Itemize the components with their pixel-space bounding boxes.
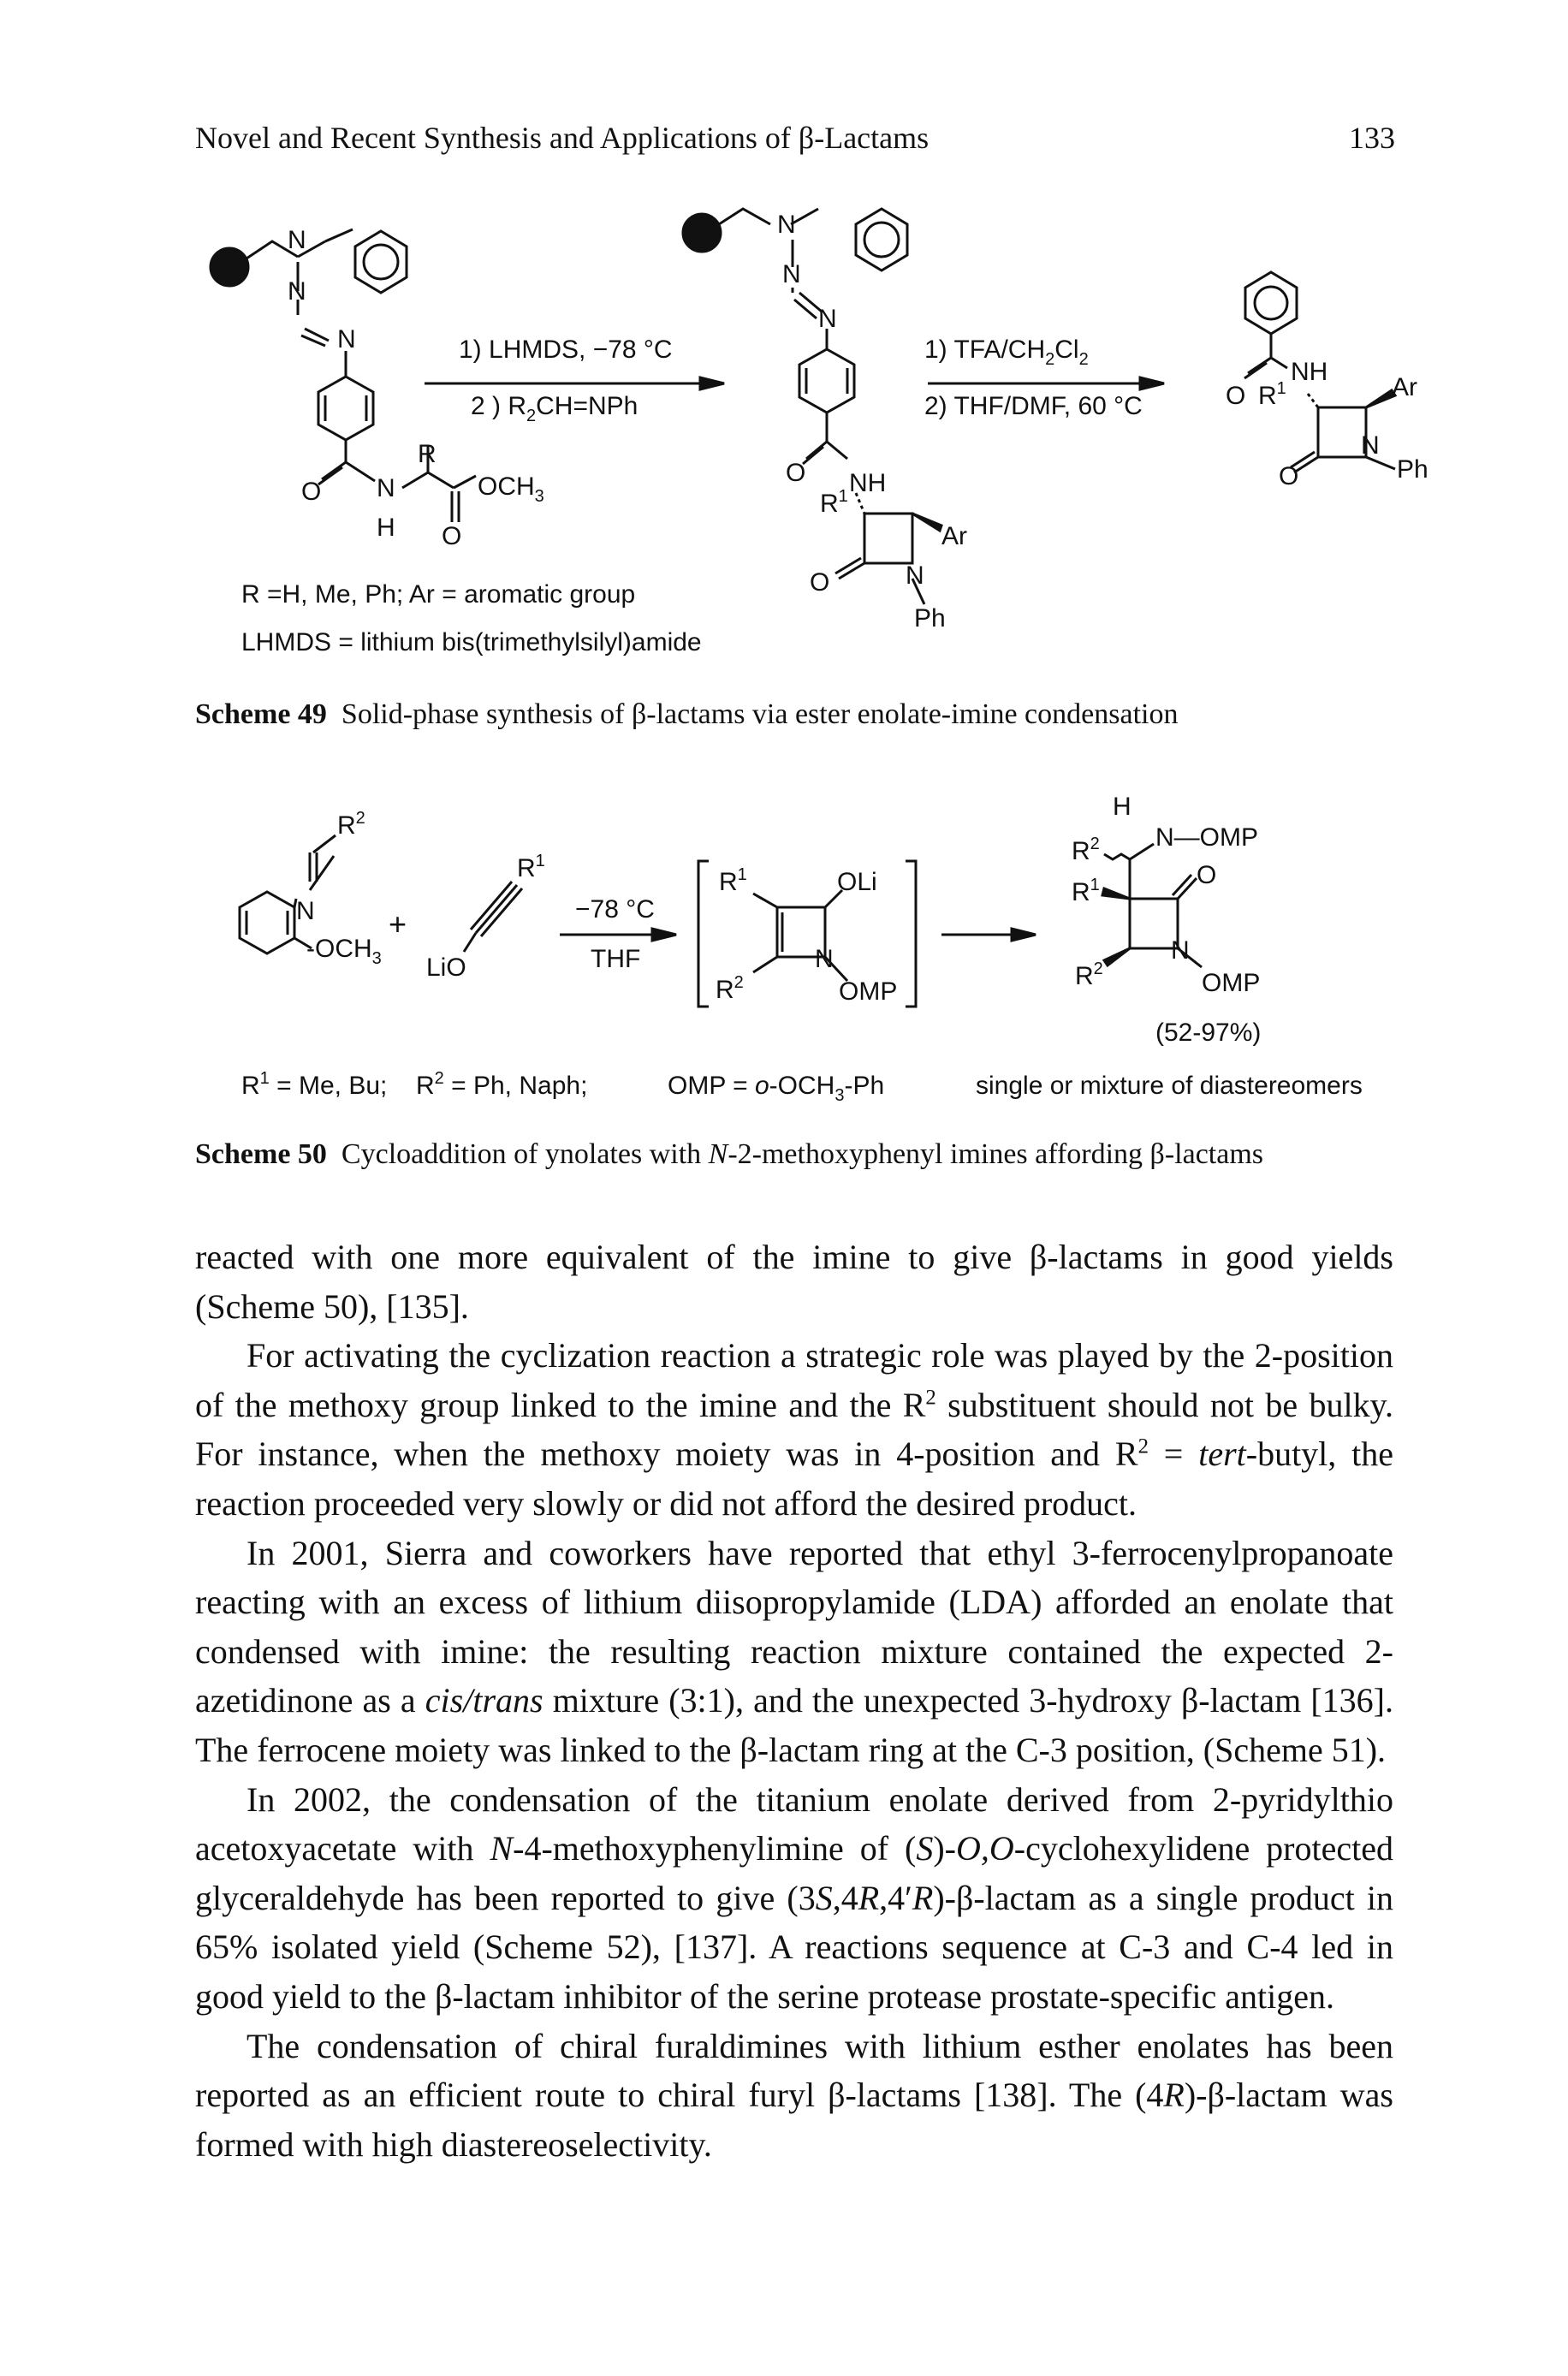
nh-label-2: NH bbox=[1291, 358, 1327, 386]
paragraph-2: For activating the cyclization reaction … bbox=[195, 1336, 1394, 1523]
och3-label-2: -OCH3 bbox=[306, 935, 382, 968]
benzene-ring-4 bbox=[798, 347, 856, 414]
conditions-temp: −78 °C bbox=[575, 895, 655, 924]
scheme49-legend-1: R =H, Me, Ph; Ar = aromatic group bbox=[241, 580, 635, 609]
ph-label-2: Ph bbox=[1397, 455, 1428, 484]
reagents-1-a: 1) LHMDS, −78 °C bbox=[459, 336, 673, 364]
h-label-2: H bbox=[1113, 793, 1131, 821]
r2-label-1: R2 bbox=[337, 809, 365, 840]
r1-label-4: R1 bbox=[719, 865, 747, 896]
r2-label-2: R2 bbox=[716, 973, 744, 1004]
scheme-50-caption-italic: N bbox=[708, 1138, 728, 1170]
reagents-2-b: 2) THF/DMF, 60 °C bbox=[924, 392, 1143, 420]
n-label-4: N bbox=[377, 474, 395, 502]
r1-label-5: R1 bbox=[1072, 876, 1100, 906]
ar-label-2: Ar bbox=[1392, 373, 1417, 401]
nh-label-1: NH bbox=[849, 469, 886, 497]
och3-label: OCH3 bbox=[478, 472, 544, 506]
n-label-1: N bbox=[288, 226, 306, 254]
h-label-1: H bbox=[377, 514, 395, 542]
scheme-49-diagram: N N N O N H R OCH3 O 1) LHMDS, −78 °C 2 … bbox=[209, 207, 1428, 656]
paragraph-4: In 2002, the condensation of the titaniu… bbox=[195, 1779, 1393, 2016]
benzene-ring-3 bbox=[854, 207, 909, 272]
yield-label: (52-97%) bbox=[1155, 1019, 1261, 1047]
reagents-2-a: 1) TFA/CH2Cl2 bbox=[924, 336, 1089, 369]
benzene-ring-2 bbox=[317, 375, 375, 442]
lio-label: LiO bbox=[426, 953, 466, 982]
page-number: 133 bbox=[1349, 121, 1395, 155]
scheme49-legend-2: LHMDS = lithium bis(trimethylsilyl)amide bbox=[241, 628, 702, 656]
r2-label-4: R2 bbox=[1075, 959, 1103, 990]
o-label-1: O bbox=[301, 478, 321, 506]
r-label-1: R bbox=[418, 440, 437, 468]
o-label-6: O bbox=[1279, 462, 1298, 490]
running-header: Novel and Recent Synthesis and Applicati… bbox=[195, 120, 929, 156]
scheme-50-caption: Scheme 50 Cycloaddition of ynolates with… bbox=[195, 1138, 1263, 1171]
conditions-solvent: THF bbox=[591, 945, 640, 973]
reagents-1-b: 2 ) R2CH=NPh bbox=[471, 392, 638, 425]
omp-label-1: OMP bbox=[839, 977, 897, 1006]
r2-label-3: R2 bbox=[1072, 835, 1100, 865]
n-omp-label: N—OMP bbox=[1155, 823, 1258, 852]
o-label-3: O bbox=[786, 459, 805, 487]
beta-lactam-ring-2 bbox=[1316, 406, 1368, 459]
resin-bead-2 bbox=[681, 212, 722, 253]
scheme50-legend-diast: single or mixture of diastereomers bbox=[976, 1072, 1363, 1100]
header-title-post: -Lactams bbox=[814, 121, 930, 155]
o-label-7: O bbox=[1197, 861, 1216, 889]
n-label-3: N bbox=[337, 325, 356, 353]
scheme50-legend-r2: R2 = Ph, Naph; bbox=[416, 1069, 587, 1100]
scheme50-legend-omp: OMP = o-OCH3-Ph bbox=[668, 1072, 884, 1105]
omp-label-2: OMP bbox=[1202, 969, 1260, 997]
n-label-8: N bbox=[906, 561, 924, 590]
o-label-5: O bbox=[1226, 382, 1245, 410]
header-beta: β bbox=[798, 121, 815, 155]
scheme-50-caption-pre: Cycloaddition of ynolates with bbox=[341, 1138, 709, 1170]
scheme-50-caption-post: -2-methoxyphenyl imines affording β-lact… bbox=[728, 1138, 1264, 1170]
o-label-2: O bbox=[442, 522, 461, 550]
oli-label: OLi bbox=[837, 868, 877, 896]
benzene-ring-1 bbox=[353, 229, 408, 294]
o-label-4: O bbox=[810, 568, 829, 597]
ph-label-1: Ph bbox=[914, 604, 946, 633]
scheme-50-diagram: R2 N -OCH3 + R1 LiO −78 °C THF R1 OLi N … bbox=[238, 793, 1363, 1105]
scheme50-legend-r1: R1 = Me, Bu; bbox=[241, 1069, 387, 1100]
n-label-7: N bbox=[818, 305, 837, 333]
resin-bead-1 bbox=[209, 247, 250, 288]
plus-sign: + bbox=[389, 906, 407, 941]
n-label-5: N bbox=[777, 211, 796, 239]
ar-label-1: Ar bbox=[941, 522, 967, 550]
n-label-6: N bbox=[782, 260, 801, 288]
r1-label-2: R1 bbox=[1258, 379, 1286, 410]
scheme-49-caption: Scheme 49 Solid-phase synthesis of β-lac… bbox=[195, 698, 1178, 731]
paragraph-5: The condensation of chiral furaldimines … bbox=[195, 2026, 1393, 2164]
r1-label-3: R1 bbox=[517, 852, 545, 882]
scheme-49-caption-text: Solid-phase synthesis of β-lactams via e… bbox=[341, 698, 1179, 730]
r1-label-1: R1 bbox=[820, 487, 848, 518]
benzene-ring-5 bbox=[1244, 270, 1298, 336]
n-label-10: N bbox=[296, 897, 315, 925]
benzene-ring-6 bbox=[238, 890, 296, 955]
n-label-9: N bbox=[1361, 431, 1380, 460]
body-text: reacted with one more equivalent of the … bbox=[195, 1233, 1393, 2169]
scheme-49-label: Scheme 49 bbox=[195, 698, 327, 730]
n-label-12: N bbox=[1171, 936, 1190, 965]
n-label-2: N bbox=[288, 277, 306, 306]
header-title-pre: Novel and Recent Synthesis and Applicati… bbox=[195, 121, 799, 155]
n-label-11: N bbox=[815, 945, 834, 973]
scheme-50-label: Scheme 50 bbox=[195, 1138, 327, 1170]
paragraph-1: reacted with one more equivalent of the … bbox=[195, 1238, 1393, 1326]
beta-lactam-ring-1 bbox=[863, 512, 914, 565]
paragraph-3: In 2001, Sierra and coworkers have repor… bbox=[195, 1533, 1393, 1769]
